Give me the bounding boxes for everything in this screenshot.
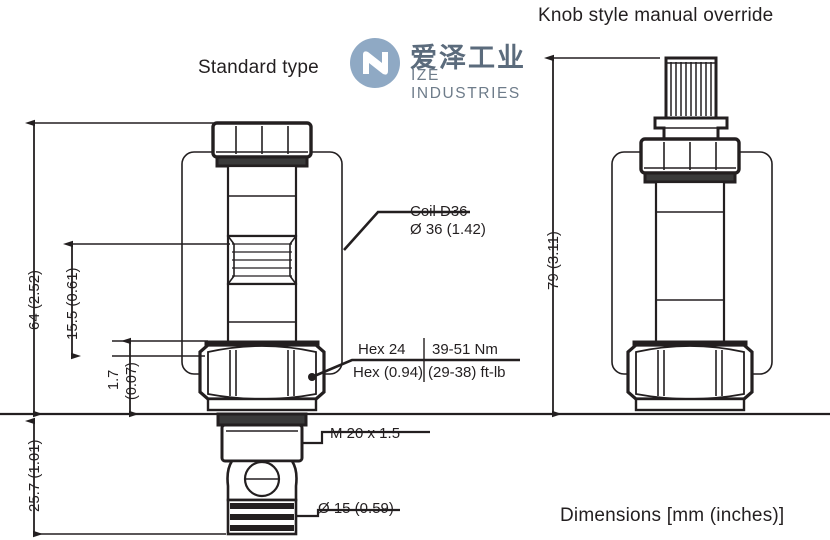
manual-override-knob: [664, 56, 718, 120]
leader-hex: [311, 358, 520, 379]
knob-collar: [653, 116, 729, 142]
dim-label-stem-below: 25.7 (1.01): [26, 439, 43, 512]
callout-thread-size: M 20 x 1.5: [330, 425, 401, 442]
valve-knob-style: [611, 56, 773, 412]
callout-hex-metric: Hex 24: [358, 341, 406, 358]
logo-glyph: [363, 51, 388, 75]
valve-standard-type: [181, 121, 343, 536]
hex-nut-24: [198, 343, 326, 401]
footer-units-note: Dimensions [mm (inches)]: [560, 505, 785, 526]
leader-thread: [302, 430, 430, 445]
top-washer-right: [643, 171, 737, 184]
heading-knob-style: Knob style manual override: [538, 5, 774, 26]
callout-torque-imperial: (29-38) ft-lb: [428, 364, 506, 381]
callout-coil-name: Coil D36: [410, 203, 468, 220]
top-washer: [215, 155, 309, 168]
logo-english-name: IZE INDUSTRIES: [411, 67, 521, 102]
armature-tube-right: [654, 180, 726, 344]
ize-industries-logo: 爱泽工业 IZE INDUSTRIES: [350, 38, 535, 102]
callout-torque-metric: 39-51 Nm: [432, 341, 498, 358]
leader-lines: [296, 210, 520, 518]
heading-standard-type: Standard type: [198, 57, 319, 78]
callout-hex-imperial: Hex (0.94): [353, 364, 424, 381]
callout-port-diameter: Ø 15 (0.59): [318, 500, 394, 517]
leader-port: [296, 508, 400, 518]
cartridge-body: [216, 412, 308, 536]
dim-label-overall-right: 79 (3.11): [545, 231, 562, 290]
top-nut-right: [639, 137, 741, 175]
logo-chinese-name: 爱泽工业: [410, 43, 526, 74]
armature-tube: [226, 164, 298, 344]
dimension-lines-left: [25, 119, 230, 538]
oring-dark: [216, 412, 308, 427]
dim-label-small-gap-mm: 1.7: [106, 369, 122, 390]
top-nut: [211, 121, 313, 159]
leader-coil: [343, 210, 470, 251]
dimension-lines-right: [544, 54, 660, 418]
callout-coil-diameter: Ø 36 (1.42): [410, 221, 486, 238]
dim-label-small-gap-in: (0.07): [124, 362, 140, 400]
dim-label-overall-left: 64 (2.52): [26, 269, 43, 330]
dim-label-coil-height: 15.5 (0.61): [64, 267, 81, 340]
hex-nut-24-right: [626, 343, 754, 401]
